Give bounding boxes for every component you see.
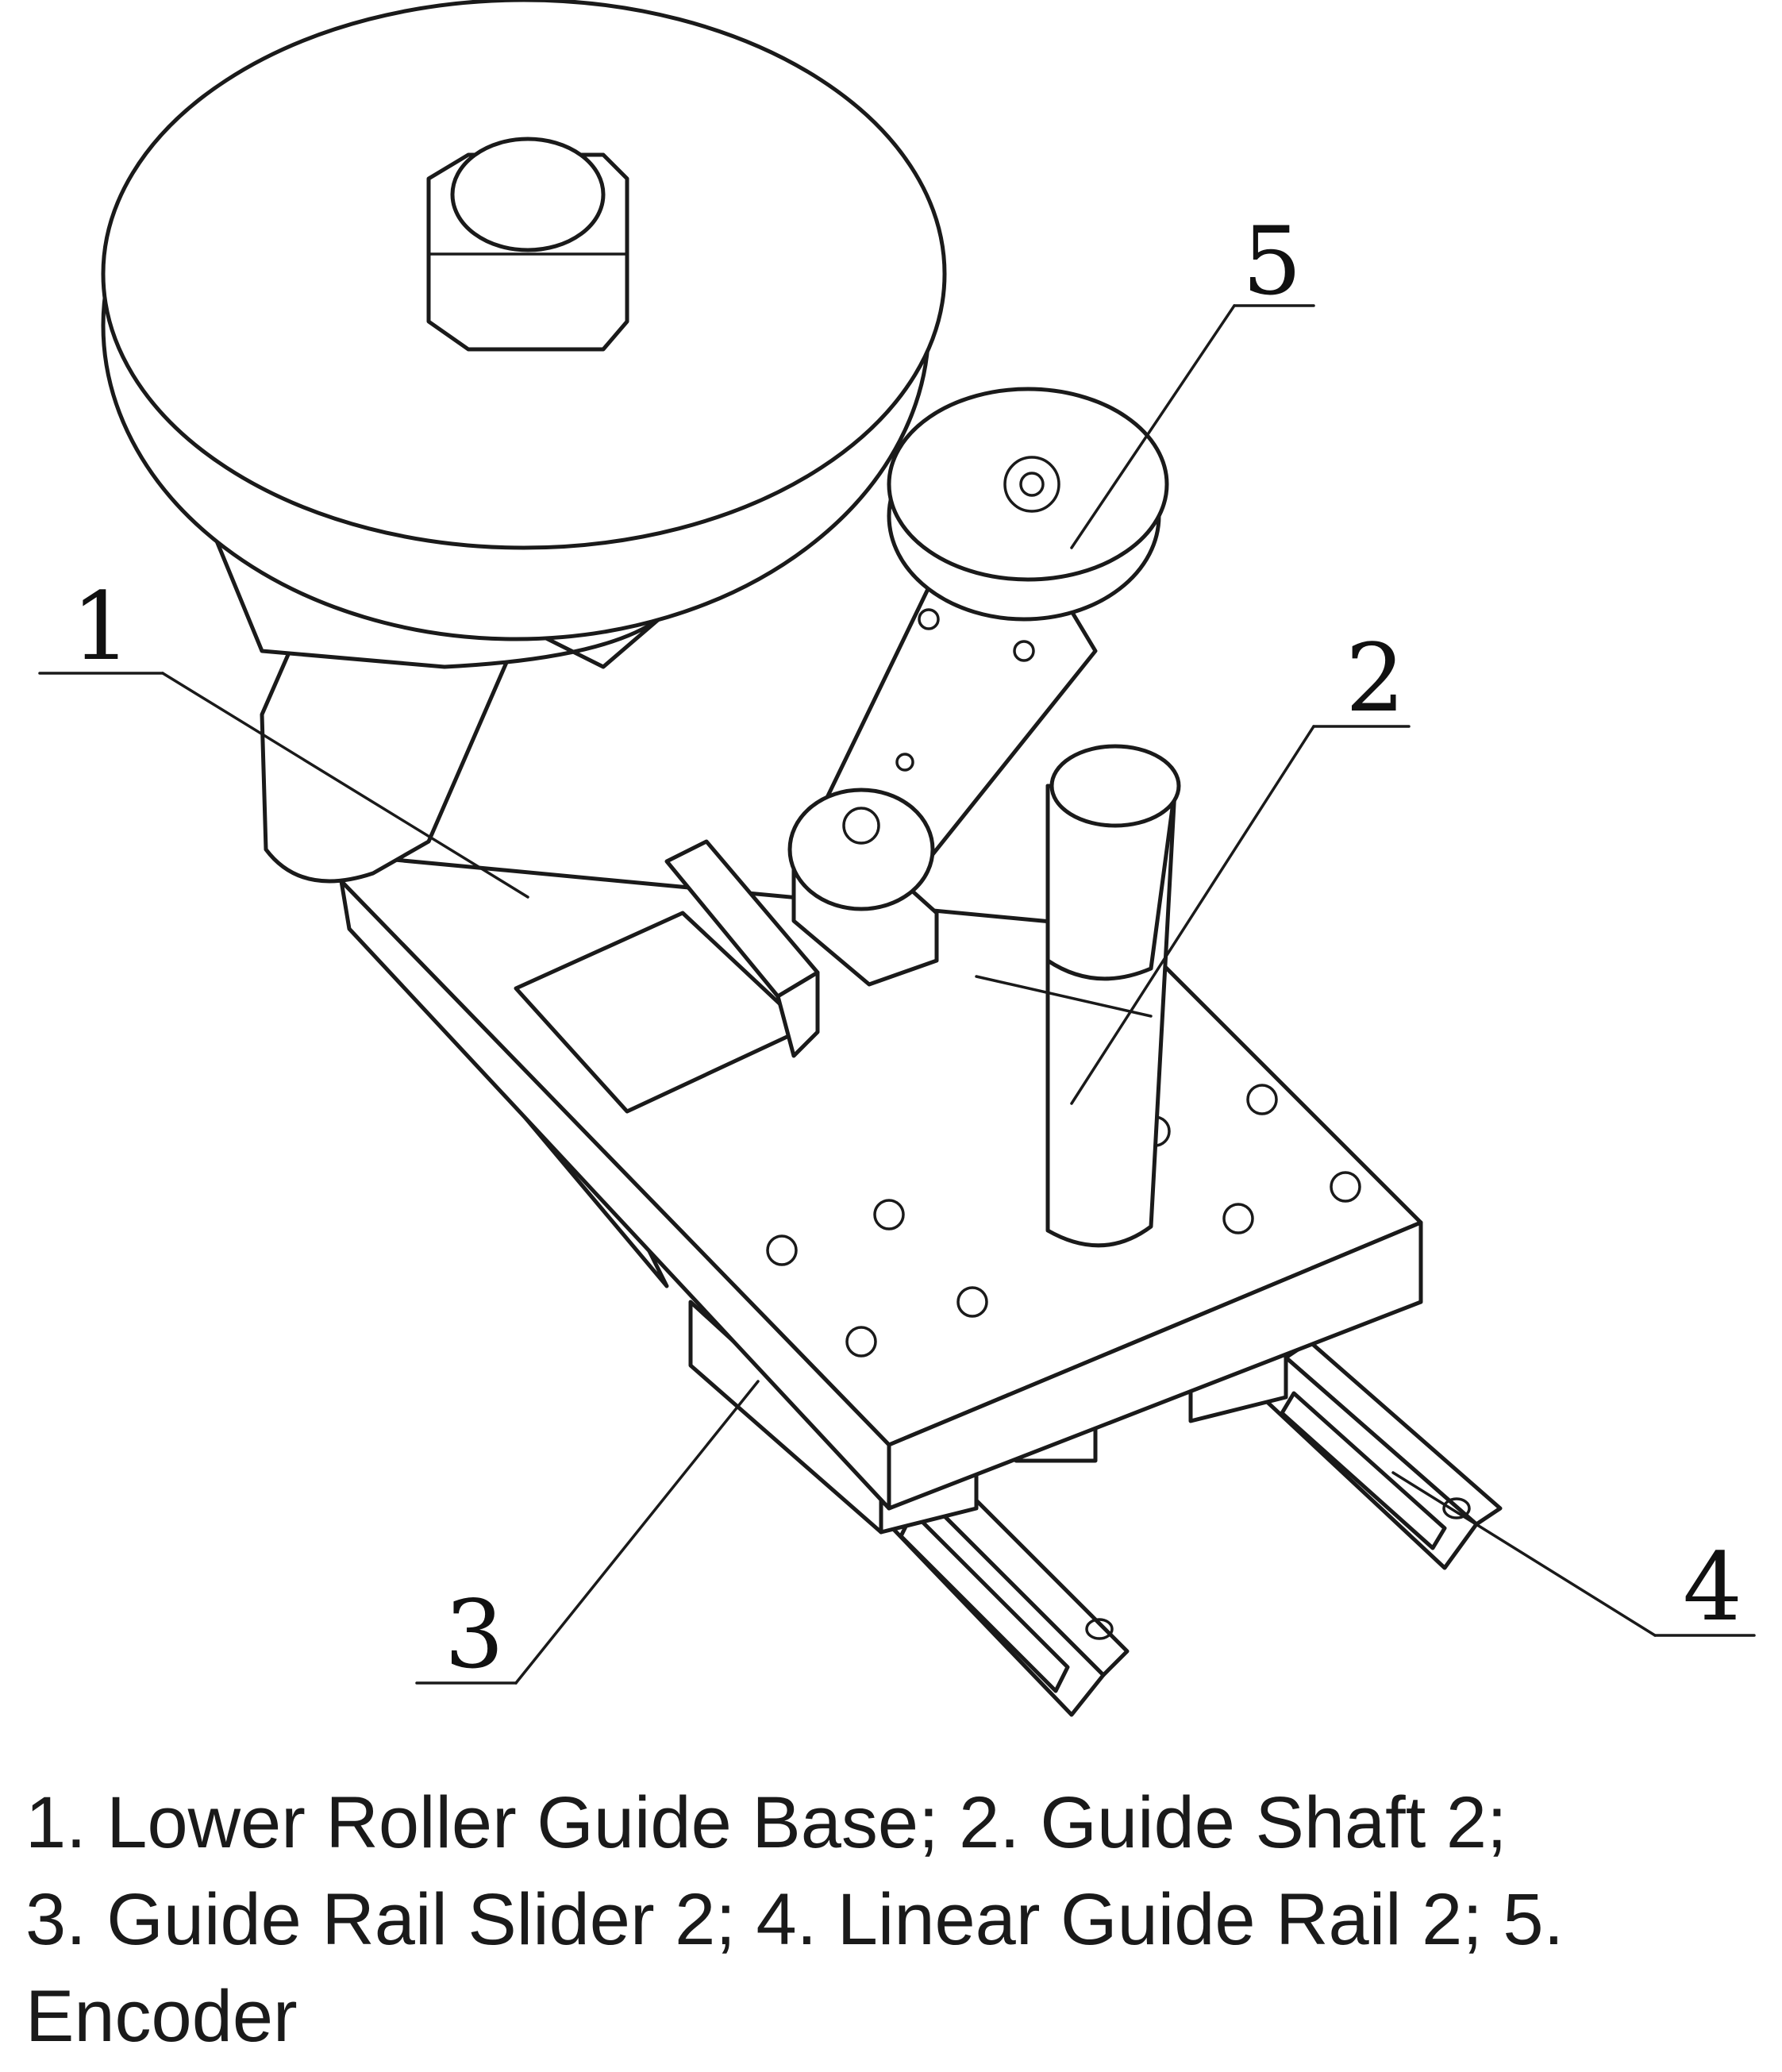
lower-roller-disc xyxy=(101,0,947,641)
callout-3: 3 xyxy=(445,1580,504,1689)
caption-line-1: 1. Lower Roller Guide Base; 2. Guide Sha… xyxy=(25,1782,1507,1863)
right-linear-rail xyxy=(1260,1339,1503,1570)
encoder-bracket xyxy=(514,839,939,1114)
encoder-arm xyxy=(787,585,1098,911)
callout-1: 1 xyxy=(71,572,131,681)
caption-line-2: 3. Guide Rail Slider 2; 4. Linear Guide … xyxy=(25,1879,1565,1960)
mechanism-drawing: 1 2 3 4 5 xyxy=(38,0,1756,1717)
callouts: 1 2 3 4 5 xyxy=(38,206,1756,1689)
guide-shaft xyxy=(975,744,1181,1248)
callout-2: 2 xyxy=(1345,623,1405,733)
callout-4: 4 xyxy=(1683,1532,1742,1642)
figure-caption: 1. Lower Roller Guide Base; 2. Guide Sha… xyxy=(25,1774,1772,2065)
callout-5: 5 xyxy=(1242,206,1302,316)
encoder-wheel xyxy=(887,387,1169,622)
caption-line-3: Encoder xyxy=(25,1976,298,2057)
